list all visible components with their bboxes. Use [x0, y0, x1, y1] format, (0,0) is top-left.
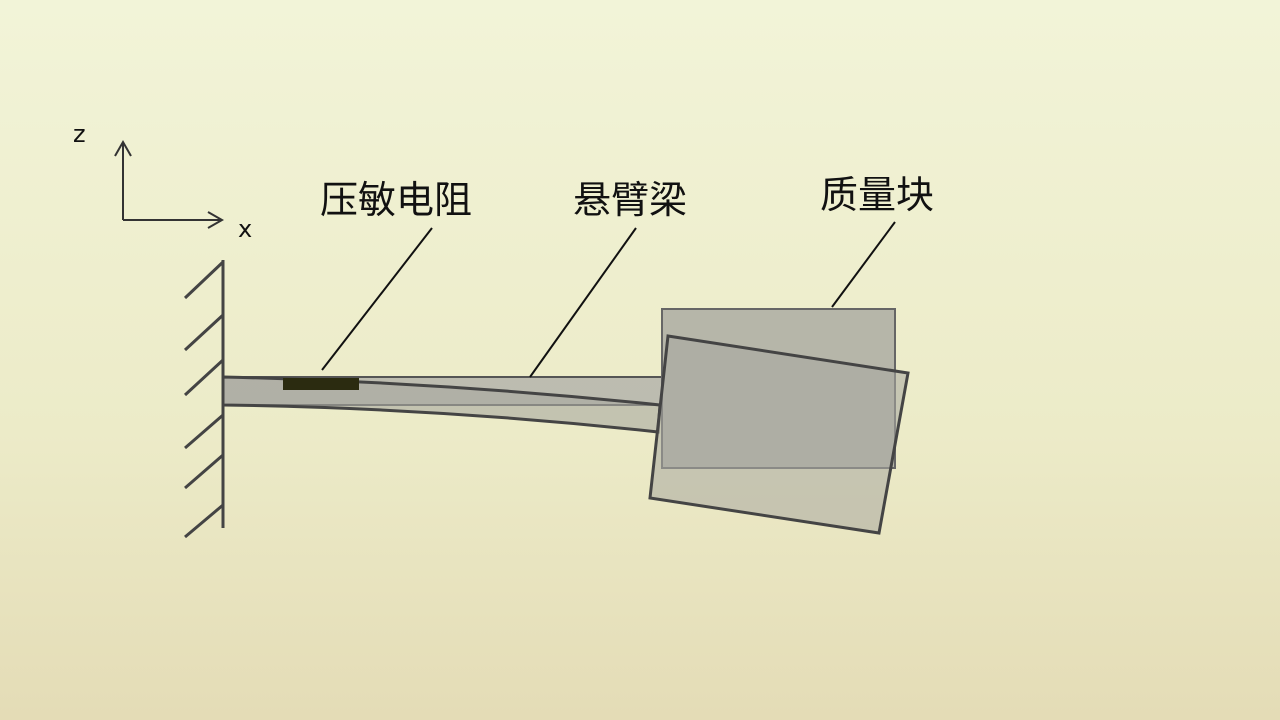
- x-arrow-icon: [207, 211, 225, 229]
- beam-leader: [529, 227, 637, 378]
- x-axis-label: x: [238, 215, 252, 243]
- piezoresistor: [283, 378, 359, 390]
- beam-label: 悬臂梁: [573, 178, 687, 222]
- resistor-leader: [321, 227, 433, 371]
- mass-leader: [831, 221, 896, 308]
- z-axis-label: z: [73, 120, 86, 148]
- mass-label: 质量块: [820, 173, 934, 217]
- resistor-label: 压敏电阻: [320, 178, 472, 222]
- coordinate-axes: [114, 139, 225, 229]
- mass-block-displaced: [648, 334, 910, 535]
- leader-lines: [321, 221, 896, 378]
- z-arrow-icon: [114, 139, 132, 157]
- fixed-wall: [183, 260, 225, 539]
